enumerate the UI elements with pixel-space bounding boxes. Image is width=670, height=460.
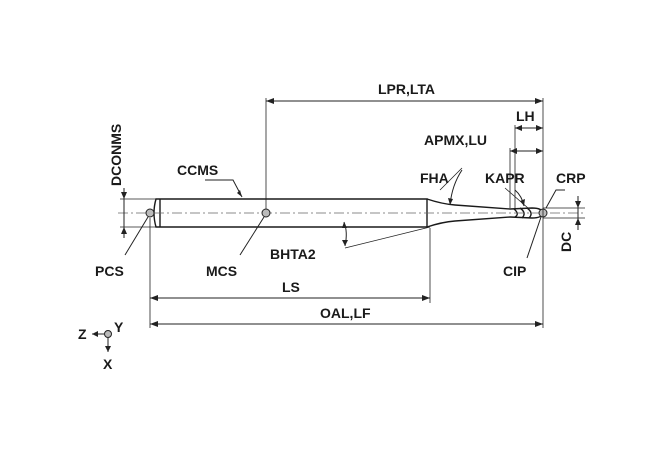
axis-label-z: Z xyxy=(78,326,87,342)
dimension-dc xyxy=(575,196,581,230)
dimension-dconms xyxy=(121,188,127,238)
dimension-lpr-lta xyxy=(266,98,543,104)
label-lh: LH xyxy=(516,108,535,124)
dimension-ls xyxy=(150,295,430,301)
dimension-oal-lf xyxy=(150,321,543,327)
axis-label-y: Y xyxy=(114,319,124,335)
axis-label-x: X xyxy=(103,356,113,372)
label-dconms: DCONMS xyxy=(108,124,124,186)
axis-origin-marker xyxy=(104,330,112,338)
angle-kapr xyxy=(504,187,529,209)
leader-lines xyxy=(124,179,565,259)
label-bhta2: BHTA2 xyxy=(270,246,316,262)
label-fha: FHA xyxy=(420,170,449,186)
label-ccms: CCMS xyxy=(177,162,218,178)
mcs-marker xyxy=(261,208,271,218)
pcs-marker xyxy=(145,208,155,218)
label-ls: LS xyxy=(282,279,300,295)
label-mcs: MCS xyxy=(206,263,237,279)
label-pcs: PCS xyxy=(95,263,124,279)
x-axis-arrow xyxy=(105,346,111,352)
neck-taper xyxy=(426,198,511,228)
label-cip: CIP xyxy=(503,263,526,279)
shank-outline xyxy=(153,198,428,228)
label-apmx-lu: APMX,LU xyxy=(424,132,487,148)
label-dc: DC xyxy=(558,232,574,252)
angle-bhta2 xyxy=(342,221,431,249)
label-crp: CRP xyxy=(556,170,586,186)
z-axis-arrow xyxy=(92,331,98,337)
dimension-lh xyxy=(515,125,543,131)
dimension-apmx-lu xyxy=(510,148,543,154)
axis-triad: Z Y X xyxy=(78,319,124,372)
label-kapr: KAPR xyxy=(485,170,525,186)
label-oal-lf: OAL,LF xyxy=(320,305,371,321)
label-lpr-lta: LPR,LTA xyxy=(378,81,435,97)
angle-fha xyxy=(439,167,463,206)
